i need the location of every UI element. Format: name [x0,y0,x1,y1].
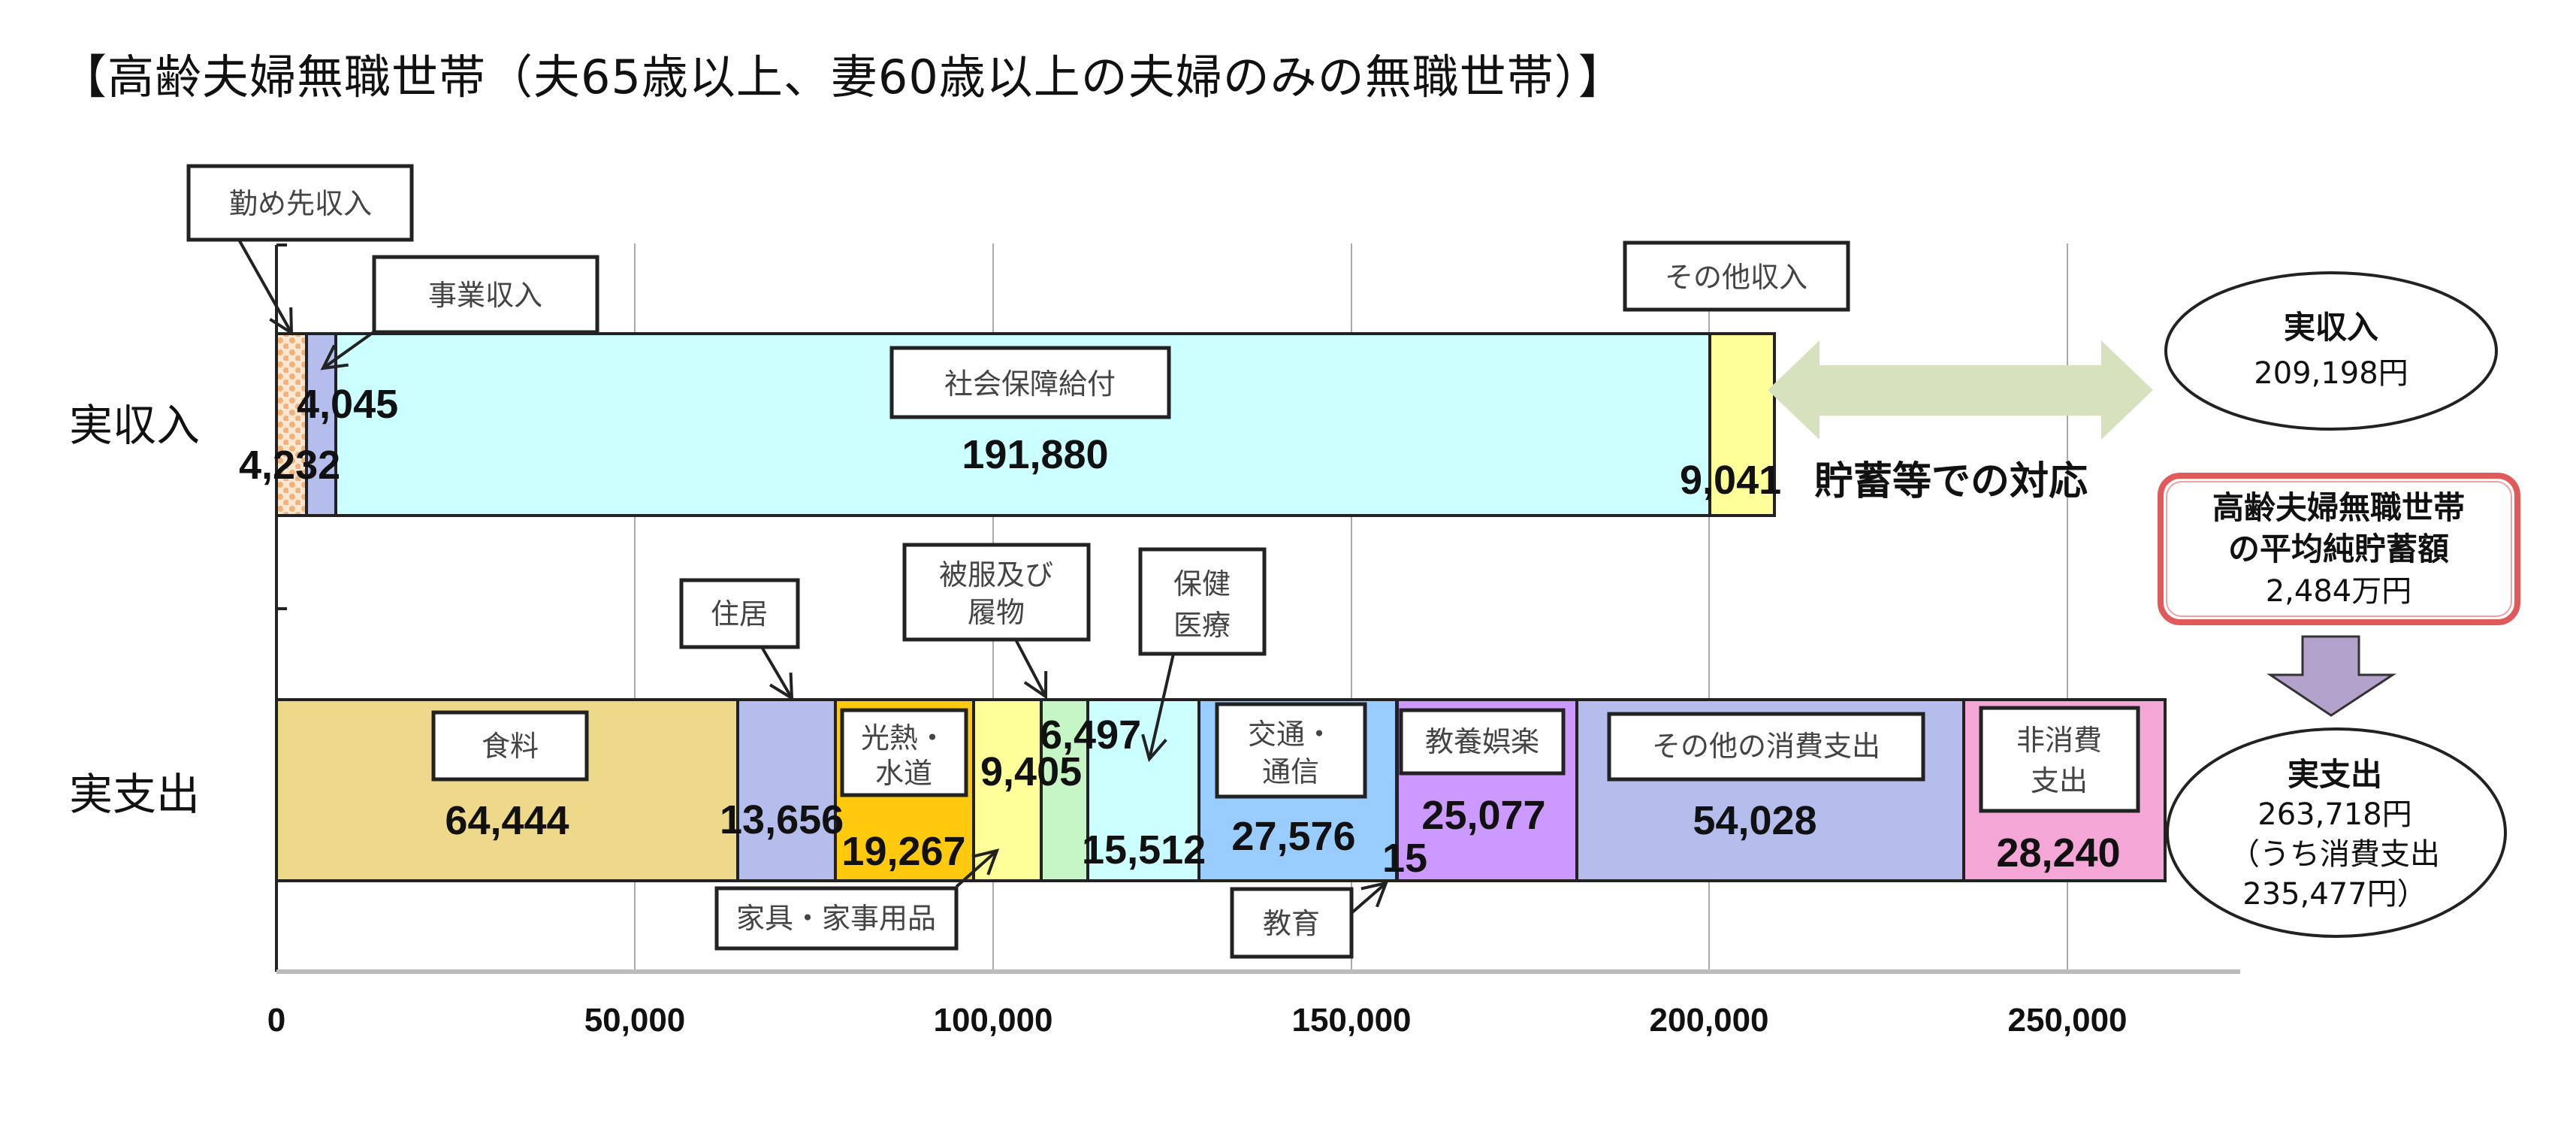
svg-text:住居: 住居 [711,597,768,631]
callout-food: 食料 [431,710,589,782]
savings-box-line1: 高齢夫婦無職世帯 [2212,489,2465,526]
svg-text:光熱・: 光熱・ [861,721,947,755]
category-expense-label: 実支出 [69,769,200,820]
income-total-title: 実収入 [2284,309,2378,346]
tick-50000: 50,000 [584,1002,686,1039]
category-income-label: 実収入 [69,400,200,451]
segment-housing[interactable] [736,698,837,882]
income-total-ellipse: 実収入 209,198円 [2164,271,2498,431]
callout-business-income: 事業収入 [323,255,599,368]
callout-clothing: 被服及び 履物 [902,543,1091,697]
value-utilities: 19,267 [841,829,965,874]
expense-total-ellipse: 実支出 263,718円 （うち消費支出 235,477円） [2166,727,2507,938]
savings-box-line2: の平均純貯蓄額 [2228,531,2449,567]
value-culture: 25,077 [1421,793,1545,838]
consumption-subtitle: （うち消費支出 [2230,837,2440,872]
down-arrow-icon [2266,635,2397,717]
value-clothing: 6,497 [1040,712,1141,758]
callout-wage-income: 勤め先収入 [186,164,414,333]
callout-other-consumption: その他の消費支出 [1607,712,1925,782]
chart-title: 【高齢夫婦無職世帯（夫65歳以上、妻60歳以上の夫婦のみの無職世帯）】 [60,50,1626,104]
svg-text:その他の消費支出: その他の消費支出 [1652,730,1880,763]
svg-text:医療: 医療 [1173,609,1231,642]
svg-text:社会保障給付: 社会保障給付 [944,367,1116,401]
svg-text:交通・: 交通・ [1248,718,1333,751]
savings-box-line3: 2,484万円 [2266,574,2412,609]
svg-text:教養娯楽: 教養娯楽 [1425,725,1539,758]
value-business-income: 4,045 [297,382,398,427]
segment-furniture[interactable] [972,698,1043,882]
tick-200000: 200,000 [1649,1002,1768,1039]
callout-transport: 交通・ 通信 [1215,702,1367,799]
callout-health: 保健 医療 [1138,547,1267,759]
svg-text:食料: 食料 [482,730,539,763]
svg-text:非消費: 非消費 [2016,724,2102,757]
svg-text:事業収入: 事業収入 [428,279,542,312]
savings-box: 高齢夫婦無職世帯 の平均純貯蓄額 2,484万円 [2158,473,2520,625]
callout-culture: 教養娯楽 [1399,708,1566,776]
expense-total-title: 実支出 [2288,756,2382,793]
consumption-value: 235,477円） [2242,877,2427,912]
value-social-security: 191,880 [962,432,1108,477]
value-education: 15 [1382,836,1427,881]
value-furniture: 9,405 [980,749,1082,794]
tick-100000: 100,000 [933,1002,1052,1039]
callout-education: 教育 [1230,883,1386,959]
svg-text:教育: 教育 [1263,907,1320,940]
value-wage-income: 4,232 [239,443,340,488]
svg-text:保健: 保健 [1173,567,1231,600]
callout-social-security: 社会保障給付 [889,346,1171,419]
value-non-consumption: 28,240 [1996,830,2120,876]
svg-text:水道: 水道 [875,757,932,790]
svg-text:被服及び: 被服及び [939,558,1053,591]
callout-non-consumption: 非消費 支出 [1979,706,2140,813]
segment-health[interactable] [1086,698,1200,882]
segment-other-income[interactable] [1708,332,1776,517]
tick-150000: 150,000 [1291,1002,1411,1039]
segment-clothing[interactable] [1040,698,1089,882]
expense-total-value: 263,718円 [2257,797,2411,832]
segment-wage-income[interactable] [275,332,308,517]
value-other-income: 9,041 [1680,458,1781,503]
svg-text:家具・家事用品: 家具・家事用品 [736,902,936,935]
value-food: 64,444 [445,798,569,843]
tick-0: 0 [267,1002,285,1039]
value-health: 15,512 [1082,827,1206,872]
svg-text:その他収入: その他収入 [1665,261,1807,294]
callout-utilities: 光熱・ 水道 [840,708,968,797]
svg-text:通信: 通信 [1262,755,1319,788]
callout-furniture: 家具・家事用品 [714,851,997,951]
value-housing: 13,656 [720,797,844,842]
svg-text:勤め先収入: 勤め先収入 [229,187,372,220]
tick-250000: 250,000 [2007,1002,2127,1039]
value-other-consumption: 54,028 [1693,798,1816,843]
callout-housing: 住居 [679,578,800,698]
callout-other-income: その他収入 [1623,240,1850,312]
x-axis-ticks: 0 50,000 100,000 150,000 200,000 250,000 [267,1002,2128,1039]
income-total-value: 209,198円 [2254,356,2408,391]
savings-response-label: 貯蓄等での対応 [1814,459,2088,504]
svg-text:支出: 支出 [2031,764,2088,797]
value-transport: 27,576 [1231,814,1355,859]
svg-text:履物: 履物 [968,596,1025,629]
double-arrow-icon [1768,340,2153,440]
